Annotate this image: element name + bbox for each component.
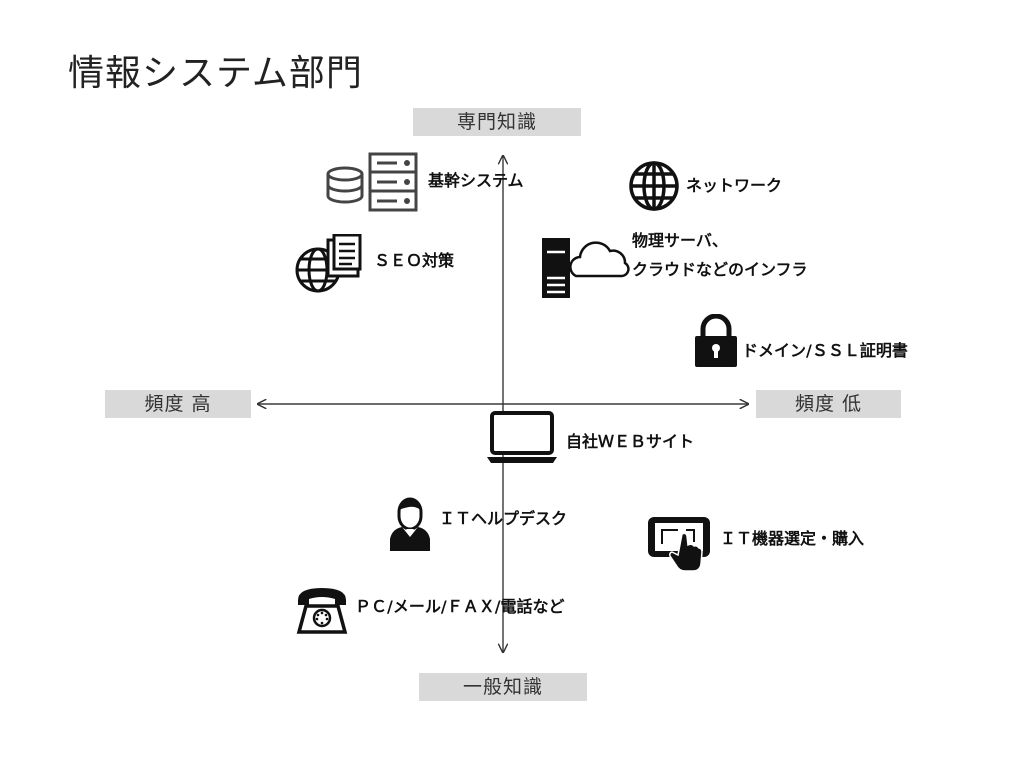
item-domain-ssl: ドメイン/ＳＳＬ証明書: [694, 314, 908, 368]
lock-icon: [695, 314, 737, 367]
item-seo: ＳＥＯ対策: [294, 234, 454, 296]
globe-document-icon: [295, 234, 362, 293]
label-pc-mail: ＰＣ/メール/ＦＡＸ/電話など: [355, 597, 565, 616]
label-infra-line1: 物理サーバ、: [632, 231, 728, 250]
item-infra: 物理サーバ、 クラウドなどのインフラ: [540, 228, 808, 300]
page-title: 情報システム部門: [68, 53, 363, 94]
label-web: 自社ＷＥＢサイト: [566, 432, 695, 451]
database-server-icon: [326, 152, 418, 212]
globe-icon: [629, 161, 679, 211]
label-domain-ssl: ドメイン/ＳＳＬ証明書: [742, 341, 908, 360]
label-core-system: 基幹システム: [428, 171, 524, 190]
axis-label-left: 頻度 高: [105, 390, 251, 418]
server-cloud-icon: [542, 238, 630, 298]
axis-label-right: 頻度 低: [756, 390, 901, 418]
label-helpdesk: ＩＴヘルプデスク: [439, 509, 568, 528]
axis-label-bottom: 一般知識: [419, 673, 587, 701]
tablet-touch-icon: [648, 517, 710, 572]
laptop-icon: [487, 411, 557, 463]
item-it-equipment: ＩＴ機器選定・購入: [646, 514, 864, 572]
item-pc-mail: ＰＣ/メール/ＦＡＸ/電話など: [295, 584, 565, 636]
support-person-icon: [390, 497, 430, 551]
item-network: ネットワーク: [628, 160, 782, 212]
label-network: ネットワーク: [686, 176, 783, 195]
label-seo: ＳＥＯ対策: [374, 251, 455, 270]
item-web: 自社ＷＥＢサイト: [486, 410, 694, 464]
item-helpdesk: ＩＴヘルプデスク: [389, 496, 567, 552]
axis-label-top: 専門知識: [413, 108, 581, 136]
item-core-system: 基幹システム: [325, 152, 524, 214]
label-infra-line2: クラウドなどのインフラ: [632, 260, 808, 279]
telephone-icon: [296, 588, 348, 634]
label-it-equipment: ＩＴ機器選定・購入: [720, 529, 865, 548]
